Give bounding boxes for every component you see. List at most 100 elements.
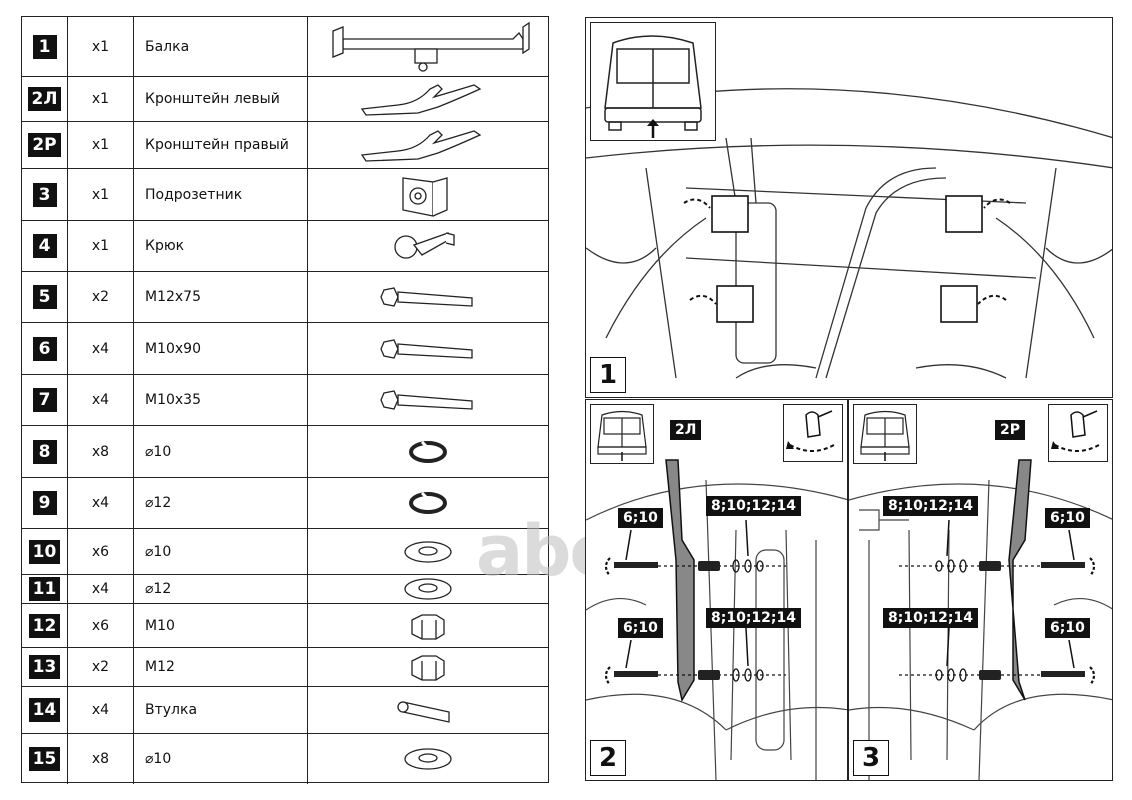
part-number-badge: 2Р (28, 133, 61, 157)
part-number-cell: 4 (22, 221, 68, 271)
wrench-hand-icon (1051, 410, 1100, 452)
fastener-label-top: 6;10 (1045, 508, 1090, 528)
part-quantity: x2 (68, 272, 134, 322)
fastener-label-bottom: 6;10 (1045, 618, 1090, 638)
bracket-right-icon (308, 122, 548, 168)
car-rear-view-inset (590, 22, 716, 141)
car-rear-icon (597, 410, 647, 461)
part-number-cell: 7 (22, 375, 68, 425)
part-number-cell: 13 (22, 648, 68, 686)
part-quantity: x4 (68, 575, 134, 603)
part-name: ⌀12 (134, 575, 308, 603)
car-rear-view-inset (853, 404, 917, 464)
part-quantity: x4 (68, 478, 134, 528)
part-quantity: x8 (68, 426, 134, 477)
part-row: 11 x4⌀12 (22, 574, 548, 603)
washer-set-label-top: 8;10;12;14 (706, 496, 801, 516)
wrench-hand-icon (786, 410, 835, 452)
bolt-icon (308, 375, 548, 425)
part-number-badge: 5 (32, 285, 57, 309)
fastener-label-bottom: 6;10 (618, 618, 663, 638)
part-name: Кронштейн левый (134, 77, 308, 121)
part-name: M10 (134, 604, 308, 647)
bracket-left-icon (308, 77, 548, 121)
bolt-icon (308, 272, 548, 322)
hook-icon (308, 221, 548, 271)
part-name: ⌀10 (134, 734, 308, 784)
part-quantity: x6 (68, 604, 134, 647)
part-number-badge: 6 (32, 336, 57, 361)
part-name: ⌀10 (134, 426, 308, 477)
bushing-icon (308, 687, 548, 733)
part-number-badge: 11 (28, 577, 61, 601)
part-quantity: x1 (68, 169, 134, 220)
part-number-cell: 5 (22, 272, 68, 322)
tighten-hand-inset (1048, 404, 1108, 462)
flat-washer-icon (308, 529, 548, 574)
diagram-panel-1: 1 (585, 17, 1113, 398)
part-number-badge: 8 (32, 439, 57, 464)
step-3-label: 3 (853, 740, 889, 776)
part-number-badge: 13 (28, 655, 61, 679)
car-rear-view-inset (590, 404, 654, 464)
step-1-label: 1 (590, 357, 626, 393)
right-bracket-drawing (849, 459, 1112, 780)
part-quantity: x1 (68, 77, 134, 121)
bracket-2l-label: 2Л (670, 420, 702, 440)
part-number-badge: 15 (28, 747, 61, 771)
part-number-badge: 2Л (27, 87, 62, 111)
part-number-cell: 3 (22, 169, 68, 220)
bolt-icon (308, 323, 548, 374)
part-number-badge: 1 (32, 34, 57, 59)
part-number-badge: 14 (28, 698, 61, 722)
washer-set-label-bottom: 8;10;12;14 (883, 608, 978, 628)
nut-icon (308, 604, 548, 647)
part-name: M10x90 (134, 323, 308, 374)
tighten-hand-inset (783, 404, 843, 462)
socket-plate-icon (308, 169, 548, 220)
part-number-cell: 9 (22, 478, 68, 528)
part-name: Втулка (134, 687, 308, 733)
part-number-cell: 10 (22, 529, 68, 574)
part-name: Балка (134, 17, 308, 76)
part-quantity: x4 (68, 375, 134, 425)
car-rear-icon (860, 410, 910, 461)
part-quantity: x6 (68, 529, 134, 574)
part-number-cell: 6 (22, 323, 68, 374)
part-number-badge: 12 (28, 613, 61, 638)
spring-washer-icon (308, 426, 548, 477)
nut-icon (308, 648, 548, 686)
diagram-panel-2: 2Л 6;10 8;10;12;14 6;10 8;10;12;14 2 (585, 399, 848, 781)
part-quantity: x2 (68, 648, 134, 686)
part-name: ⌀10 (134, 529, 308, 574)
part-name: Кронштейн правый (134, 122, 308, 168)
part-number-cell: 11 (22, 575, 68, 603)
part-number-badge: 7 (32, 388, 57, 412)
left-bracket-drawing (586, 459, 847, 780)
part-number-cell: 14 (22, 687, 68, 733)
part-name: M12 (134, 648, 308, 686)
part-quantity: x1 (68, 17, 134, 76)
part-number-badge: 4 (32, 234, 57, 258)
part-name: ⌀12 (134, 478, 308, 528)
part-quantity: x1 (68, 122, 134, 168)
washer-set-label-top: 8;10;12;14 (883, 496, 978, 516)
part-number-cell: 15 (22, 734, 68, 784)
part-quantity: x1 (68, 221, 134, 271)
part-number-cell: 12 (22, 604, 68, 647)
part-number-cell: 2Л (22, 77, 68, 121)
part-name: M10x35 (134, 375, 308, 425)
step-2-label: 2 (590, 740, 626, 776)
